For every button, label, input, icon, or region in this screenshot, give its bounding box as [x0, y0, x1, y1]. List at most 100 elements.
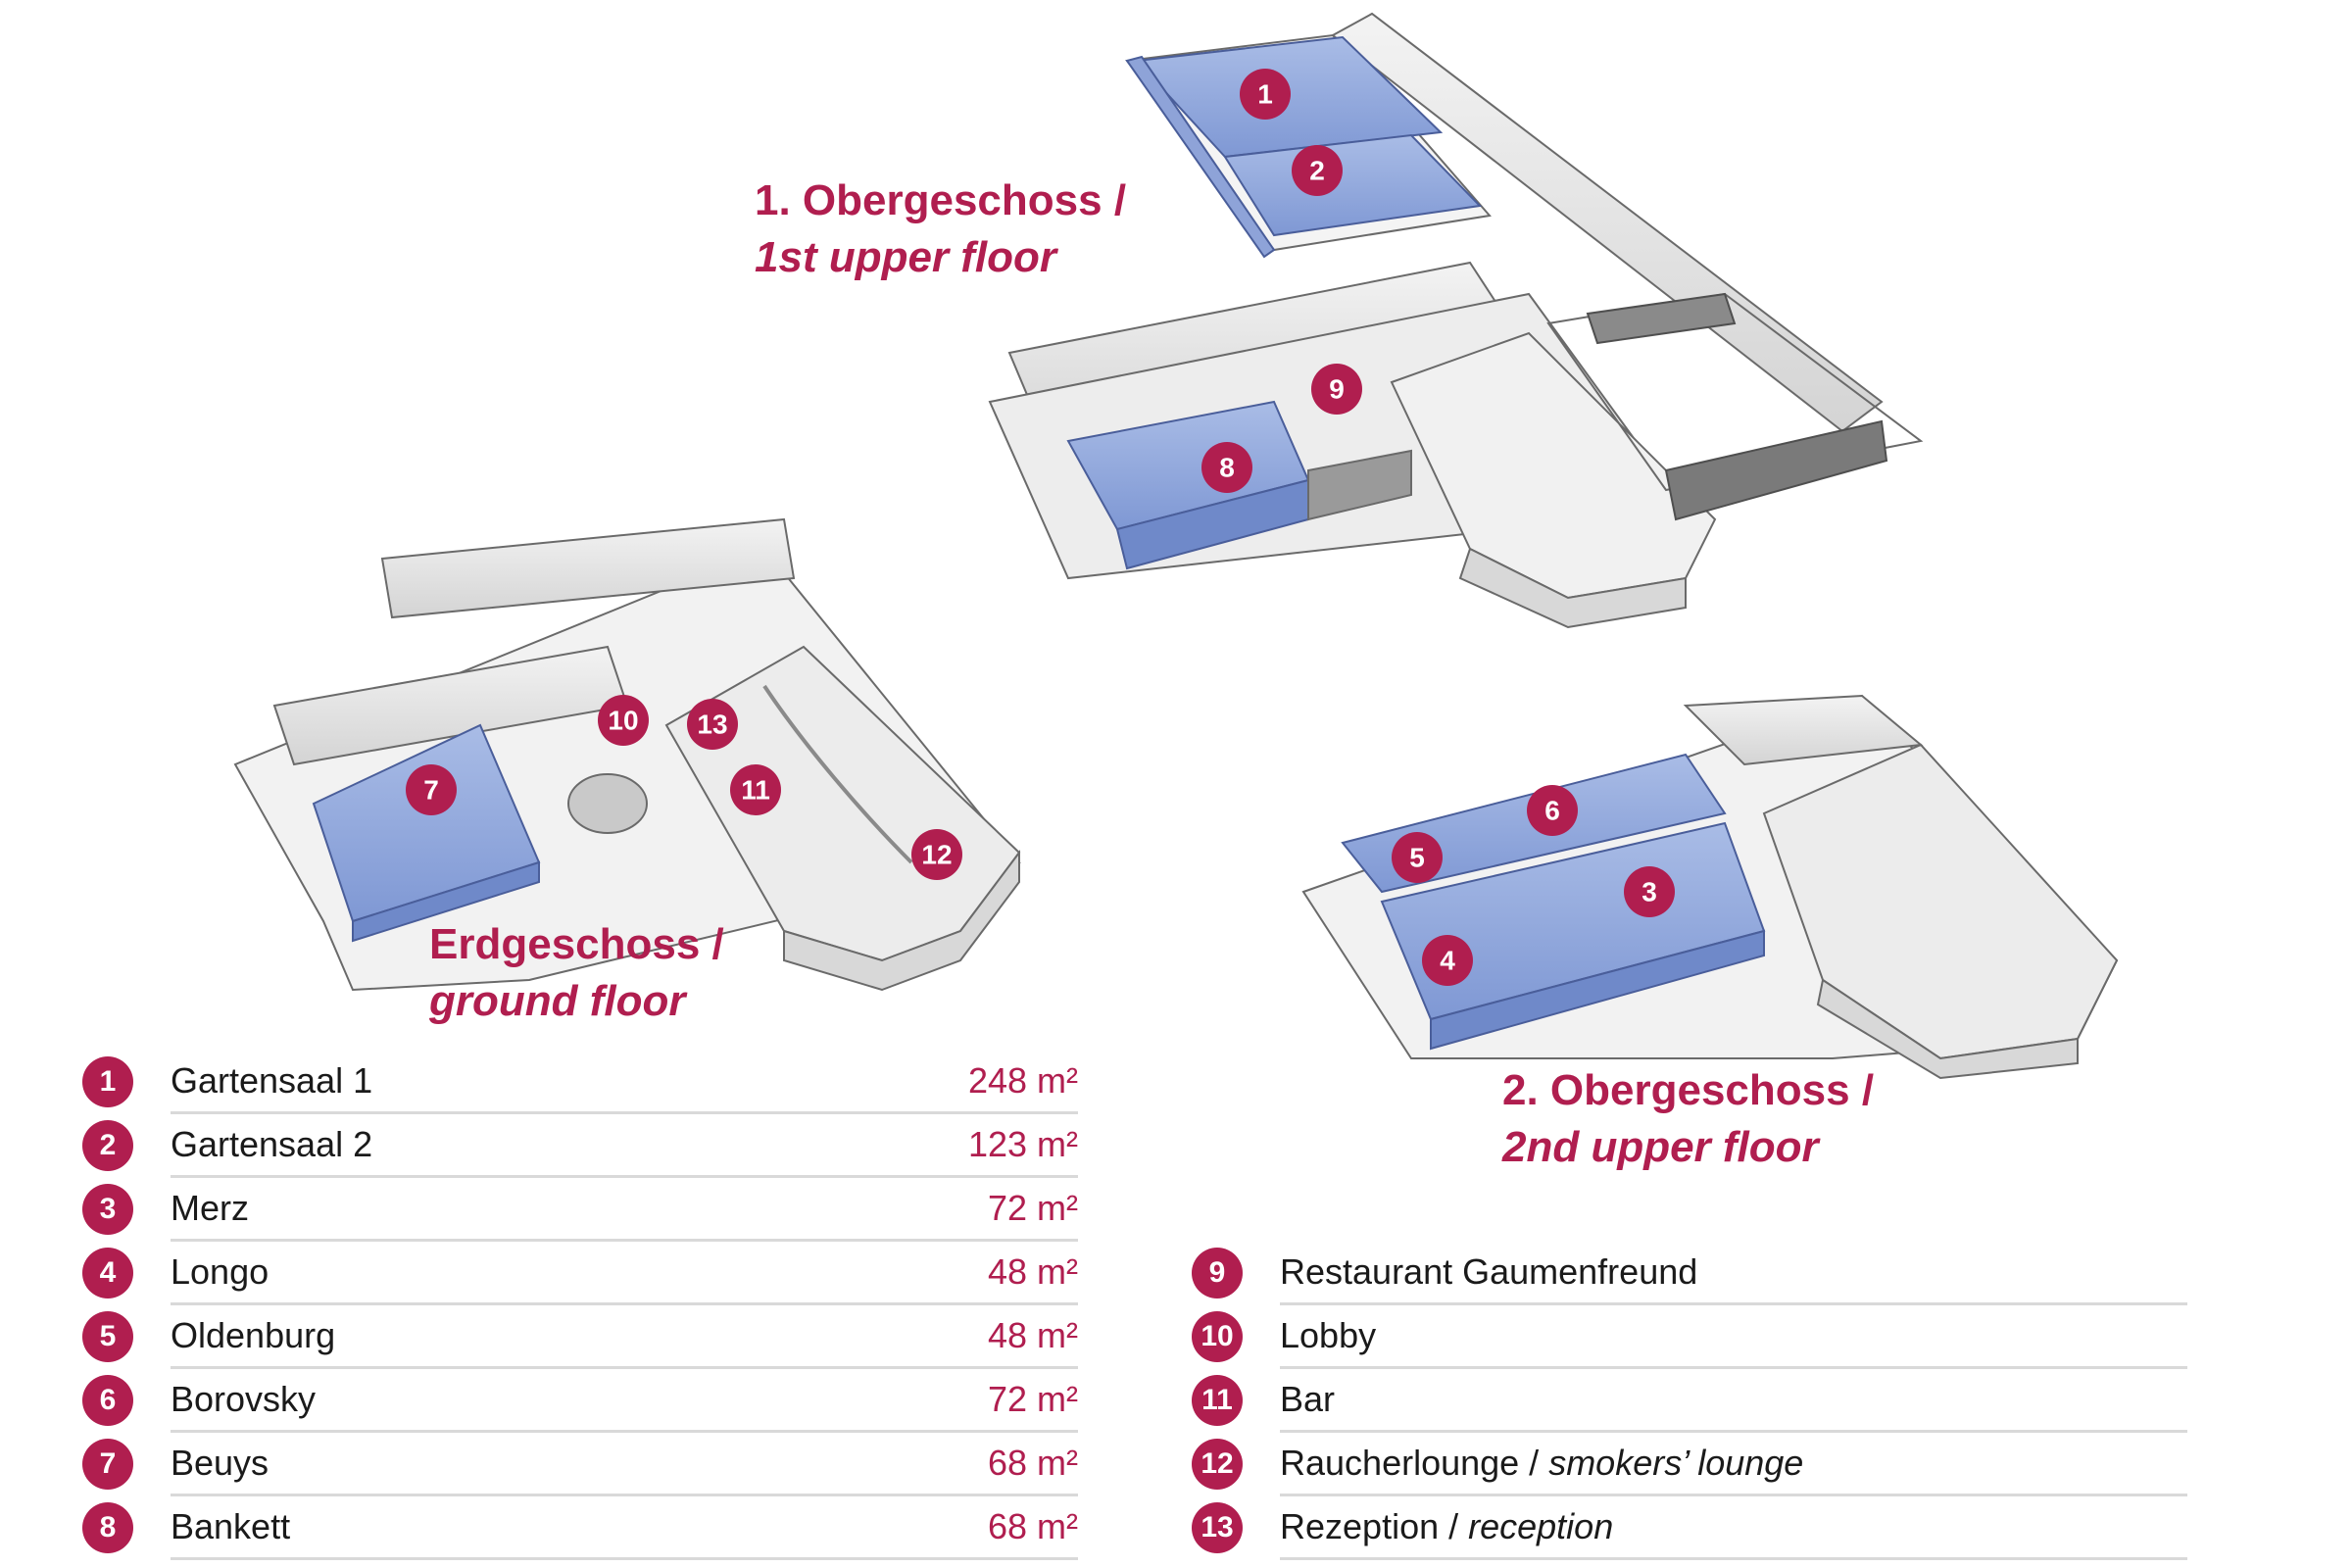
- floor-title-upper1-en: 1st upper floor: [755, 233, 1057, 281]
- legend-row-room-2: 2 Gartensaal 2 123 m²: [82, 1114, 1078, 1178]
- svg-text:12: 12: [921, 840, 952, 870]
- floor-title-ground-en: ground floor: [429, 977, 686, 1025]
- plan-marker-11: 11: [730, 764, 781, 815]
- room-area: 72 m²: [987, 1188, 1078, 1228]
- room-number-badge: 2: [82, 1120, 133, 1171]
- plan-upper1: [988, 12, 1924, 629]
- room-number-badge: 8: [82, 1502, 133, 1553]
- room-number-badge: 5: [82, 1311, 133, 1362]
- svg-text:13: 13: [697, 710, 727, 740]
- row-divider: [171, 1239, 1078, 1242]
- room-area: 48 m²: [987, 1315, 1078, 1355]
- plan-upper2: [1301, 694, 2119, 1080]
- room-area: 123 m²: [967, 1124, 1078, 1164]
- room-number-badge: 4: [82, 1248, 133, 1298]
- svg-text:8: 8: [1219, 453, 1235, 483]
- room-number-badge: 7: [82, 1439, 133, 1490]
- legend-row-room-6: 6 Borovsky 72 m²: [82, 1369, 1078, 1433]
- plan-marker-3: 3: [1624, 866, 1675, 917]
- room-name: Gartensaal 1: [171, 1060, 373, 1101]
- room-number-badge: 3: [82, 1184, 133, 1235]
- legend-row-room-5: 5 Oldenburg 48 m²: [82, 1305, 1078, 1369]
- plan-marker-2: 2: [1292, 145, 1343, 196]
- row-divider: [1280, 1494, 2187, 1496]
- svg-text:4: 4: [1440, 946, 1455, 976]
- facility-name-de: Lobby: [1280, 1315, 1377, 1355]
- svg-text:7: 7: [423, 775, 439, 806]
- row-divider: [171, 1111, 1078, 1114]
- legend-row-room-8: 8 Bankett 68 m²: [82, 1496, 1078, 1560]
- room-area: 68 m²: [987, 1443, 1078, 1483]
- legend-row-facility-11: 11 Bar: [1192, 1369, 2187, 1433]
- facility-name: Raucherlounge / smokers’ lounge: [1280, 1443, 1803, 1484]
- row-divider: [171, 1494, 1078, 1496]
- plan-marker-7: 7: [406, 764, 457, 815]
- floor-title-upper2-en: 2nd upper floor: [1502, 1123, 1819, 1171]
- svg-text:2: 2: [1309, 156, 1325, 186]
- row-divider: [171, 1366, 1078, 1369]
- facility-name: Bar: [1280, 1379, 1335, 1420]
- row-divider: [1280, 1430, 2187, 1433]
- facility-number-badge: 9: [1192, 1248, 1243, 1298]
- room-name: Beuys: [171, 1443, 270, 1483]
- room-name: Bankett: [171, 1506, 291, 1546]
- facility-name-en: smokers’ lounge: [1548, 1443, 1804, 1483]
- room-number-badge: 1: [82, 1056, 133, 1107]
- row-divider: [171, 1302, 1078, 1305]
- room-area: 68 m²: [987, 1506, 1078, 1546]
- legend-row-facility-9: 9 Restaurant Gaumenfreund: [1192, 1242, 2187, 1305]
- facility-name: Restaurant Gaumenfreund: [1280, 1251, 1697, 1293]
- legend-row-facility-13: 13 Rezeption / reception: [1192, 1496, 2187, 1560]
- svg-text:5: 5: [1409, 843, 1425, 873]
- facility-number-badge: 12: [1192, 1439, 1243, 1490]
- facility-number-badge: 10: [1192, 1311, 1243, 1362]
- svg-text:6: 6: [1544, 796, 1560, 826]
- row-divider: [1280, 1302, 2187, 1305]
- facility-name: Lobby: [1280, 1315, 1376, 1356]
- plan-marker-4: 4: [1422, 935, 1473, 986]
- plan-marker-6: 6: [1527, 785, 1578, 836]
- facility-number-badge: 11: [1192, 1375, 1243, 1426]
- row-divider: [171, 1557, 1078, 1560]
- facility-name-de: Bar: [1280, 1379, 1336, 1419]
- facility-number-badge: 13: [1192, 1502, 1243, 1553]
- plan-marker-9: 9: [1311, 364, 1362, 415]
- svg-text:1: 1: [1257, 79, 1273, 110]
- room-name: Borovsky: [171, 1379, 317, 1419]
- floor-title-upper2: 2. Obergeschoss / 2nd upper floor: [1502, 1062, 1874, 1176]
- floor-title-ground-de: Erdgeschoss /: [429, 920, 724, 968]
- svg-text:3: 3: [1642, 877, 1657, 907]
- plan-marker-12: 12: [911, 829, 962, 880]
- floor-title-upper1: 1. Obergeschoss / 1st upper floor: [755, 172, 1126, 286]
- svg-text:11: 11: [741, 775, 770, 806]
- room-number-badge: 6: [82, 1375, 133, 1426]
- floor-title-ground: Erdgeschoss / ground floor: [429, 916, 724, 1030]
- plan-marker-1: 1: [1240, 69, 1291, 120]
- row-divider: [171, 1175, 1078, 1178]
- legend-row-room-4: 4 Longo 48 m²: [82, 1242, 1078, 1305]
- room-highlight-2: [1223, 133, 1483, 237]
- plan-marker-5: 5: [1392, 832, 1443, 883]
- plan-ground: [233, 517, 1021, 992]
- svg-text:10: 10: [608, 706, 638, 736]
- row-divider: [1280, 1366, 2187, 1369]
- legend-row-room-7: 7 Beuys 68 m²: [82, 1433, 1078, 1496]
- floor-title-upper1-de: 1. Obergeschoss /: [755, 176, 1127, 224]
- legend-row-facility-10: 10 Lobby: [1192, 1305, 2187, 1369]
- room-name: Longo: [171, 1251, 270, 1292]
- row-divider: [171, 1430, 1078, 1433]
- room-name: Oldenburg: [171, 1315, 336, 1355]
- facility-name-de: Raucherlounge /: [1280, 1443, 1549, 1483]
- svg-text:9: 9: [1329, 374, 1345, 405]
- room-name: Gartensaal 2: [171, 1124, 373, 1164]
- room-area: 72 m²: [987, 1379, 1078, 1419]
- facility-name-en: reception: [1468, 1506, 1614, 1546]
- plan-marker-13: 13: [687, 699, 738, 750]
- room-name: Merz: [171, 1188, 249, 1228]
- floor-title-upper2-de: 2. Obergeschoss /: [1502, 1066, 1875, 1114]
- legend-row-room-1: 1 Gartensaal 1 248 m²: [82, 1051, 1078, 1114]
- facility-name: Rezeption / reception: [1280, 1506, 1613, 1547]
- legend-row-room-3: 3 Merz 72 m²: [82, 1178, 1078, 1242]
- room-area: 248 m²: [967, 1060, 1078, 1101]
